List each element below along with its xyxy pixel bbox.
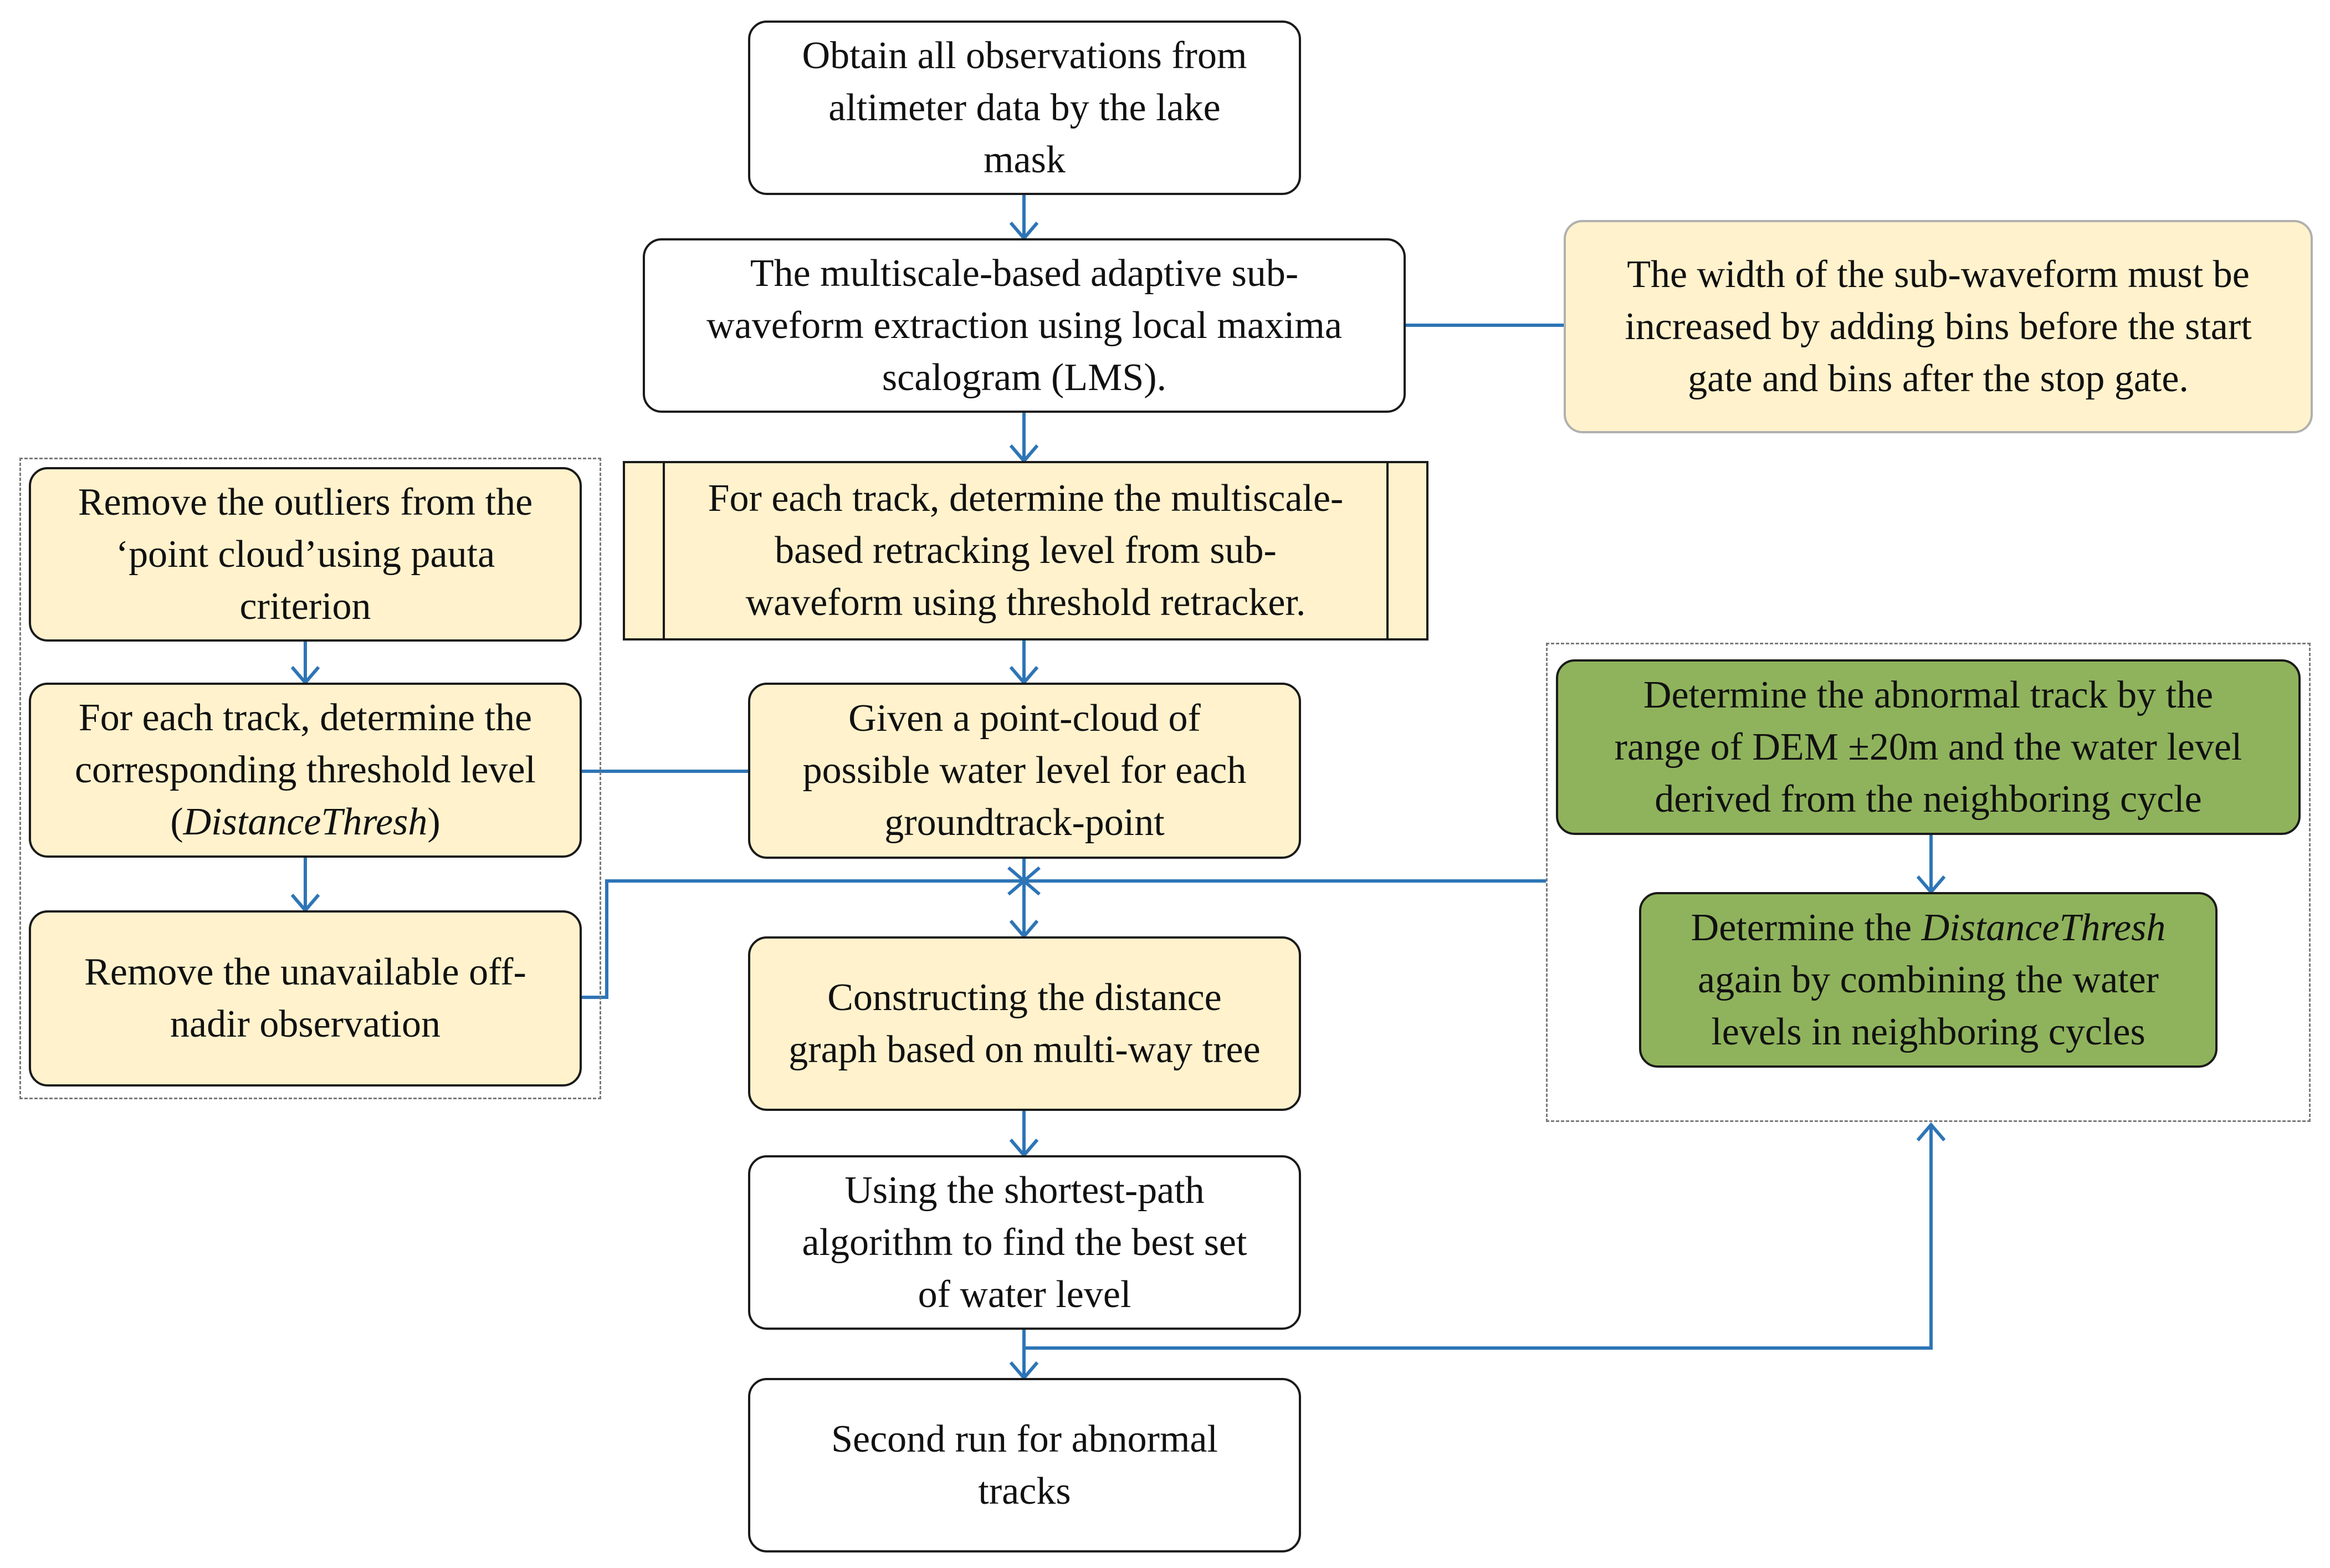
retracking-level-text: For each track, determine the multiscale… [708,477,1344,624]
connector-offnadir-to-junction [582,879,1024,999]
subwaveform-extraction-text: The multiscale-based adaptive sub- wavef… [706,252,1342,399]
arrowhead-right-group [1916,1122,1946,1141]
arrowhead-junction-from-right [1021,866,1041,896]
threshold-level-text-main: For each track, determine the correspond… [74,696,536,843]
shortest-path-text: Using the shortest-path algorithm to fin… [802,1169,1247,1316]
determine-again-text-italic: DistanceThresh [1921,906,2166,949]
threshold-level-text-end: ) [427,801,441,843]
abnormal-track-box: Determine the abnormal track by the rang… [1556,659,2301,835]
point-cloud-box: Given a point-cloud of possible water le… [748,683,1301,859]
obtain-observations-text: Obtain all observations from altimeter d… [802,34,1247,181]
shortest-path-box: Using the shortest-path algorithm to fin… [748,1155,1301,1330]
obtain-observations-box: Obtain all observations from altimeter d… [748,21,1301,195]
determine-again-text-rest: again by combining the water levels in n… [1698,958,2159,1053]
retracking-level-process: For each track, determine the multiscale… [623,461,1428,640]
determine-again-text-start: Determine the [1691,906,1922,949]
remove-outliers-box: Remove the outliers from the ‘point clou… [29,467,582,642]
point-cloud-text: Given a point-cloud of possible water le… [802,697,1247,844]
determine-again-text: Determine the DistanceThresh again by co… [1691,902,2166,1058]
abnormal-track-text: Determine the abnormal track by the rang… [1614,673,2242,821]
remove-offnadir-box: Remove the unavailable off- nadir observ… [29,910,582,1087]
subwaveform-width-note-text: The width of the sub-waveform must be in… [1625,253,2252,400]
second-run-text: Second run for abnormal tracks [831,1417,1218,1513]
second-run-box: Second run for abnormal tracks [748,1378,1301,1552]
threshold-level-text-italic: DistanceThresh [183,801,428,843]
remove-offnadir-text: Remove the unavailable off- nadir observ… [84,951,526,1046]
connector-secondrun-to-right-group [1024,1125,1933,1350]
remove-outliers-text: Remove the outliers from the ‘point clou… [78,480,533,628]
threshold-level-box: For each track, determine the correspond… [29,683,582,858]
subwaveform-extraction-box: The multiscale-based adaptive sub- wavef… [643,238,1406,413]
process-left-bar [663,463,665,638]
subwaveform-width-note: The width of the sub-waveform must be in… [1564,220,2313,433]
process-right-bar [1386,463,1389,638]
determine-again-box: Determine the DistanceThresh again by co… [1639,892,2218,1068]
left-step-group [19,458,601,1099]
distance-graph-box: Constructing the distance graph based on… [748,936,1301,1111]
right-step-group [1546,643,2311,1122]
threshold-level-text: For each track, determine the correspond… [75,692,536,848]
distance-graph-text: Constructing the distance graph based on… [788,976,1261,1071]
